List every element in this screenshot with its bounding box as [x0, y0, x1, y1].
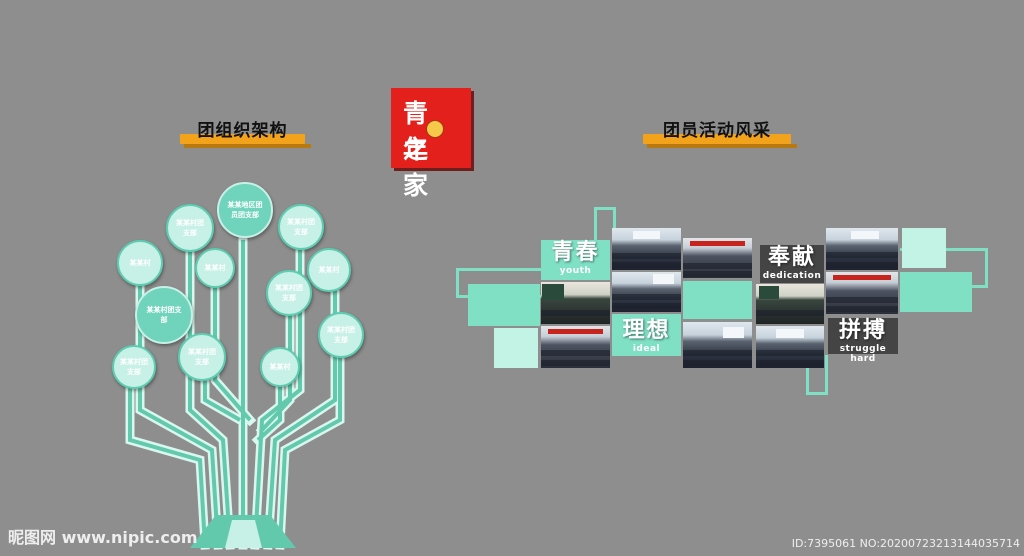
activity-photo	[541, 326, 610, 368]
gallery-tile	[900, 272, 972, 312]
tree-node: 某某村团支部	[278, 204, 324, 250]
tree-node-root: 某某地区团员团支部	[217, 182, 273, 238]
word-tile-dedication: 奉献 dedication	[760, 245, 824, 283]
logo-line1: 青 年	[403, 99, 435, 164]
tree-node: 某某村团支部	[166, 204, 214, 252]
league-emblem-icon	[426, 120, 444, 138]
watermark-id: ID:7395061 NO:20200723213144035714	[791, 537, 1020, 550]
watermark-left: 昵图网 www.nipic.com	[8, 528, 198, 547]
youth-home-logo: 青 年 之 家	[391, 88, 471, 200]
gallery-tile	[683, 281, 752, 319]
gallery-line	[594, 207, 616, 243]
gallery-title-plate: 团员活动风采	[643, 118, 797, 148]
gallery-tile	[494, 328, 538, 368]
activity-photo	[683, 238, 752, 278]
activity-photo	[541, 282, 610, 324]
word-tile-ideal: 理想 ideal	[612, 314, 681, 356]
activity-photo	[612, 272, 681, 312]
gallery-title: 团员活动风采	[663, 121, 771, 141]
activity-photo	[612, 228, 681, 270]
word-tile-youth: 青春 youth	[541, 240, 610, 280]
activity-photo	[683, 322, 752, 368]
activity-photo	[756, 284, 824, 324]
tree-title-plate: 团组织架构	[180, 118, 311, 148]
tree-node: 某某村	[117, 240, 163, 286]
tree-title: 团组织架构	[197, 121, 288, 141]
word-tile-struggle: 拼搏 struggle hard	[828, 318, 898, 364]
tree-node: 某某村	[307, 248, 351, 292]
logo-line2: 之 家	[403, 135, 435, 200]
tree-node: 某某村团支部	[318, 312, 364, 358]
gallery-tile	[468, 284, 540, 326]
tree-node: 某某村团支部	[178, 333, 226, 381]
tree-node: 某某村团支部	[266, 270, 312, 316]
tree-node: 某某村团支部	[112, 345, 156, 389]
tree-node: 某某村	[260, 347, 300, 387]
tree-node: 某某村	[195, 248, 235, 288]
gallery-tile	[902, 228, 946, 268]
activity-photo	[826, 228, 898, 270]
gallery-line	[806, 355, 828, 395]
activity-photo	[826, 272, 898, 314]
activity-photo	[756, 326, 824, 368]
tree-node: 某某村团支部	[135, 286, 193, 344]
